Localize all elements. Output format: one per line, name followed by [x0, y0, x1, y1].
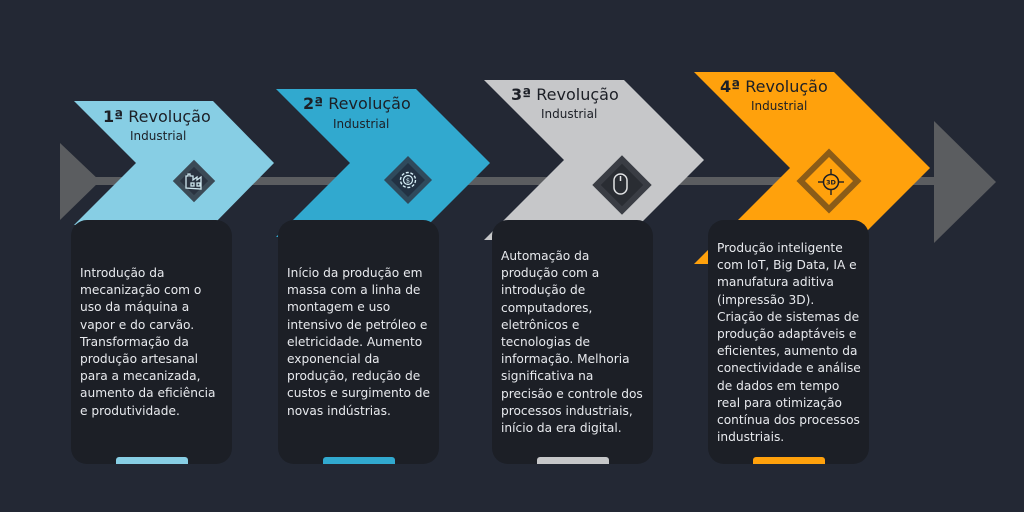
stage-1-description: Introdução da mecanização com o uso da m…: [80, 266, 216, 418]
stage-3-subtitle: Industrial: [541, 107, 598, 121]
factory-icon: [172, 159, 216, 203]
stage-3-accent-bar: [536, 457, 609, 464]
stage-4-description: Produção inteligente com IoT, Big Data, …: [717, 241, 861, 445]
stage-2-accent-bar: [322, 457, 395, 464]
stage-3-title: 3ª Revolução Industrial: [511, 85, 619, 121]
stage-3-description: Automação da produção com a introdução d…: [501, 249, 643, 436]
stage-4-subtitle: Industrial: [751, 99, 808, 113]
stage-2-title-text: Revolução: [328, 94, 411, 113]
stage-1-number: 1ª: [103, 107, 124, 126]
stage-2-title: 2ª Revolução Industrial: [303, 94, 411, 131]
stage-4-card: Produção inteligente com IoT, Big Data, …: [708, 220, 869, 464]
3d-label: 3D: [826, 179, 837, 187]
stage-2-card: Início da produção em massa com a linha …: [278, 220, 439, 464]
chevron-stage-3: [484, 80, 704, 240]
stage-4-accent-bar: [752, 457, 825, 464]
stage-3-card: Automação da produção com a introdução d…: [492, 220, 653, 464]
timeline-end-arrowhead: [934, 121, 996, 243]
mouse-icon: [592, 155, 652, 215]
stage-3-number: 3ª: [511, 85, 532, 104]
stage-1-title-text: Revolução: [128, 107, 211, 126]
timeline-axis: [85, 177, 945, 185]
stage-4-title-text: Revolução: [745, 77, 828, 96]
timeline-start-arrowhead: [60, 143, 100, 220]
chevron-stage-1: [74, 101, 274, 225]
stage-2-number: 2ª: [303, 94, 324, 113]
stage-2-subtitle: Industrial: [333, 117, 390, 131]
gear-dollar-icon: $: [383, 155, 433, 205]
3d-printing-icon: 3D: [796, 148, 862, 214]
stage-3-title-text: Revolução: [536, 85, 619, 104]
stage-4-number: 4ª: [720, 77, 741, 96]
svg-text:$: $: [406, 177, 410, 185]
stage-1-title: 1ª Revolução Industrial: [103, 107, 211, 143]
stage-4-title: 4ª Revolução Industrial: [720, 77, 828, 113]
stage-1-card: Introdução da mecanização com o uso da m…: [71, 220, 232, 464]
stage-1-subtitle: Industrial: [130, 129, 187, 143]
stage-1-accent-bar: [115, 457, 188, 464]
stage-2-description: Início da produção em massa com a linha …: [287, 266, 431, 418]
chevron-stage-2: [276, 89, 490, 237]
